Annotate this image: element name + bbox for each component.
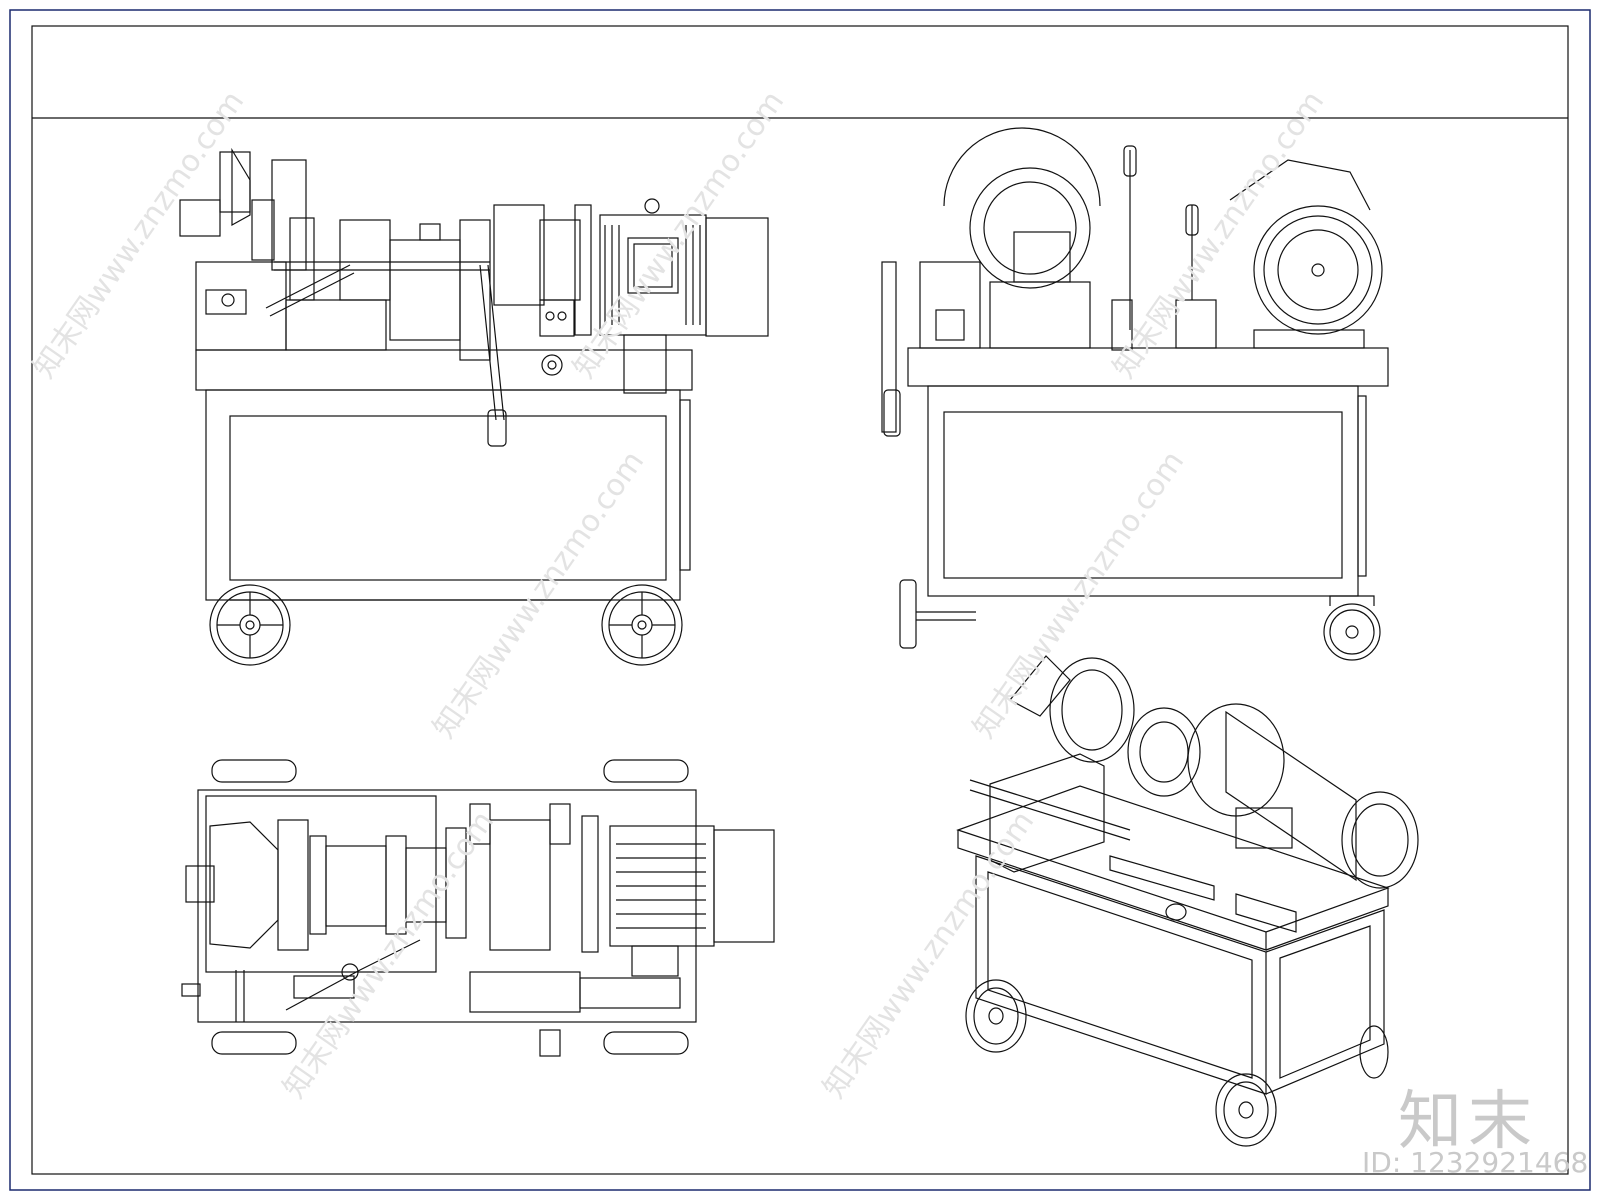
- isometric-view: [956, 655, 1419, 1147]
- watermark-id: ID: 1232921468: [1362, 1146, 1589, 1179]
- front-view: [179, 147, 769, 666]
- side-view: [881, 127, 1389, 661]
- top-view: [181, 759, 775, 1057]
- sheet-frame: [9, 9, 1591, 1191]
- watermark-logo: 知末: [1398, 1085, 1538, 1159]
